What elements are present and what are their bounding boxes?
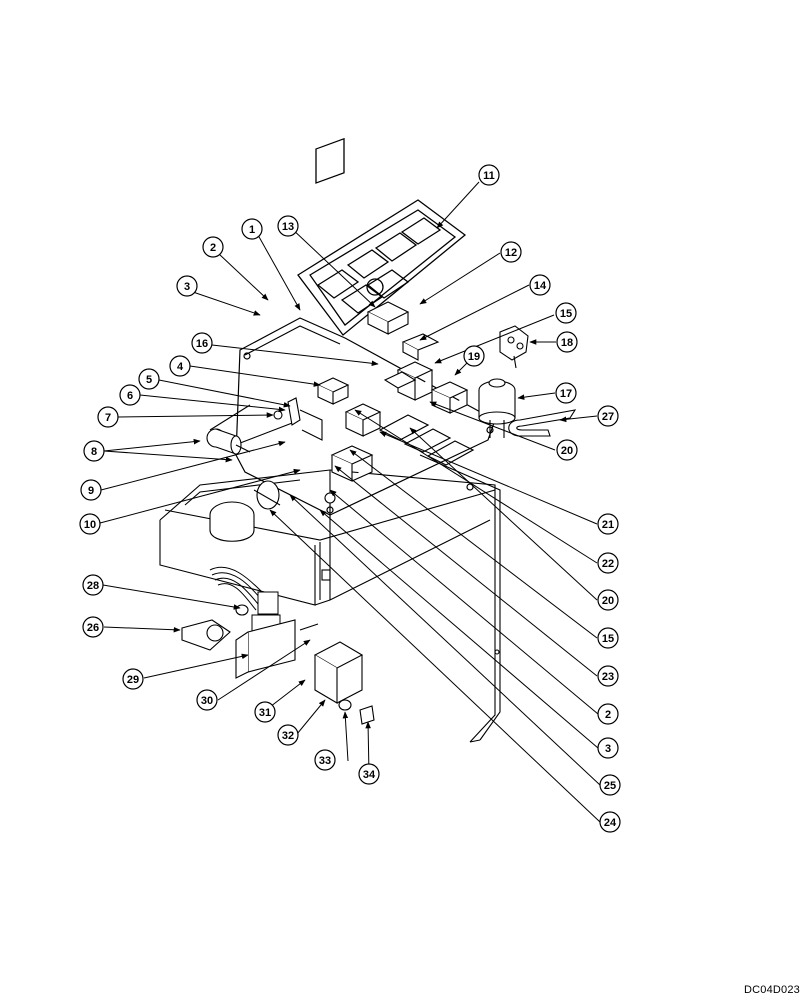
callout-3: 3 [176,275,198,297]
svg-text:2: 2 [605,709,611,721]
callout-18: 18 [556,331,578,353]
svg-text:31: 31 [259,707,271,719]
svg-text:12: 12 [505,247,517,259]
callout-3-lower: 3 [597,737,619,759]
svg-text:34: 34 [363,769,376,781]
buzzer-box [313,641,364,704]
callout-34: 34 [358,763,380,785]
switch-panel-cover [297,137,467,336]
callout-6: 6 [119,384,141,406]
svg-text:6: 6 [127,390,133,402]
callout-21: 21 [597,513,619,535]
svg-text:32: 32 [282,730,294,742]
svg-text:2: 2 [210,242,216,254]
callout-5: 5 [138,368,160,390]
svg-text:18: 18 [561,337,573,349]
svg-text:22: 22 [602,558,614,570]
callout-22: 22 [597,552,619,574]
svg-text:33: 33 [319,755,331,767]
screw-and-washer [299,623,375,725]
callout-2-lower: 2 [597,703,619,725]
callout-16: 16 [191,332,213,354]
svg-text:30: 30 [201,695,213,707]
callout-25: 25 [599,774,621,796]
callout-4: 4 [169,355,191,377]
svg-text:8: 8 [91,446,97,458]
svg-text:19: 19 [468,351,480,363]
rocker-switches [316,301,469,482]
svg-text:20: 20 [602,595,614,607]
svg-text:4: 4 [177,361,184,373]
svg-text:11: 11 [483,170,495,182]
callout-15-top: 15 [555,302,577,324]
callout-23: 23 [597,665,619,687]
callout-20-lower: 20 [597,589,619,611]
svg-text:28: 28 [87,580,99,592]
svg-text:10: 10 [84,519,96,531]
callout-24: 24 [599,811,621,833]
svg-text:3: 3 [605,743,611,755]
svg-text:17: 17 [560,388,572,400]
callout-32: 32 [277,724,299,746]
svg-text:26: 26 [87,622,99,634]
callout-17: 17 [555,382,577,404]
svg-text:9: 9 [88,485,94,497]
svg-text:24: 24 [604,817,617,829]
callout-29: 29 [122,668,144,690]
svg-text:21: 21 [602,519,614,531]
svg-text:14: 14 [534,280,547,292]
svg-text:13: 13 [282,221,294,233]
key-tag [508,409,577,437]
svg-text:15: 15 [560,308,572,320]
callout-7: 7 [97,406,119,428]
callout-13: 13 [277,215,299,237]
callout-10: 10 [79,513,101,535]
leader-lines [99,181,601,823]
callout-15-bottom: 15 [597,627,619,649]
callout-28: 28 [82,574,104,596]
warning-lamp [287,397,323,441]
grommet [235,604,249,616]
svg-text:20: 20 [561,445,573,457]
drawing-code: DC04D023 [743,984,800,996]
callout-14: 14 [529,274,551,296]
callout-27: 27 [597,405,619,427]
callouts: 1 2 3 4 5 6 7 8 [79,164,621,833]
svg-text:23: 23 [602,671,614,683]
rotary-switches [206,410,336,542]
svg-text:16: 16 [196,338,208,350]
svg-text:1: 1 [249,224,255,236]
callout-33: 33 [314,749,336,771]
svg-text:27: 27 [602,411,614,423]
callout-11: 11 [478,164,500,186]
callout-2: 2 [202,236,224,258]
callout-9: 9 [80,479,102,501]
callout-12: 12 [500,241,522,263]
svg-text:7: 7 [105,412,111,424]
callout-31: 31 [254,701,276,723]
svg-text:15: 15 [602,633,614,645]
callout-26: 26 [82,616,104,638]
toggle-switch [181,619,231,651]
callout-8: 8 [83,440,105,462]
svg-text:5: 5 [146,374,152,386]
svg-text:25: 25 [604,780,616,792]
callout-30: 30 [196,689,218,711]
ignition-key [499,325,529,369]
key-switch [478,378,516,438]
callout-20-upper: 20 [556,439,578,461]
callout-19: 19 [463,345,485,367]
callout-1: 1 [241,218,263,240]
svg-text:29: 29 [127,674,139,686]
svg-text:3: 3 [184,281,190,293]
